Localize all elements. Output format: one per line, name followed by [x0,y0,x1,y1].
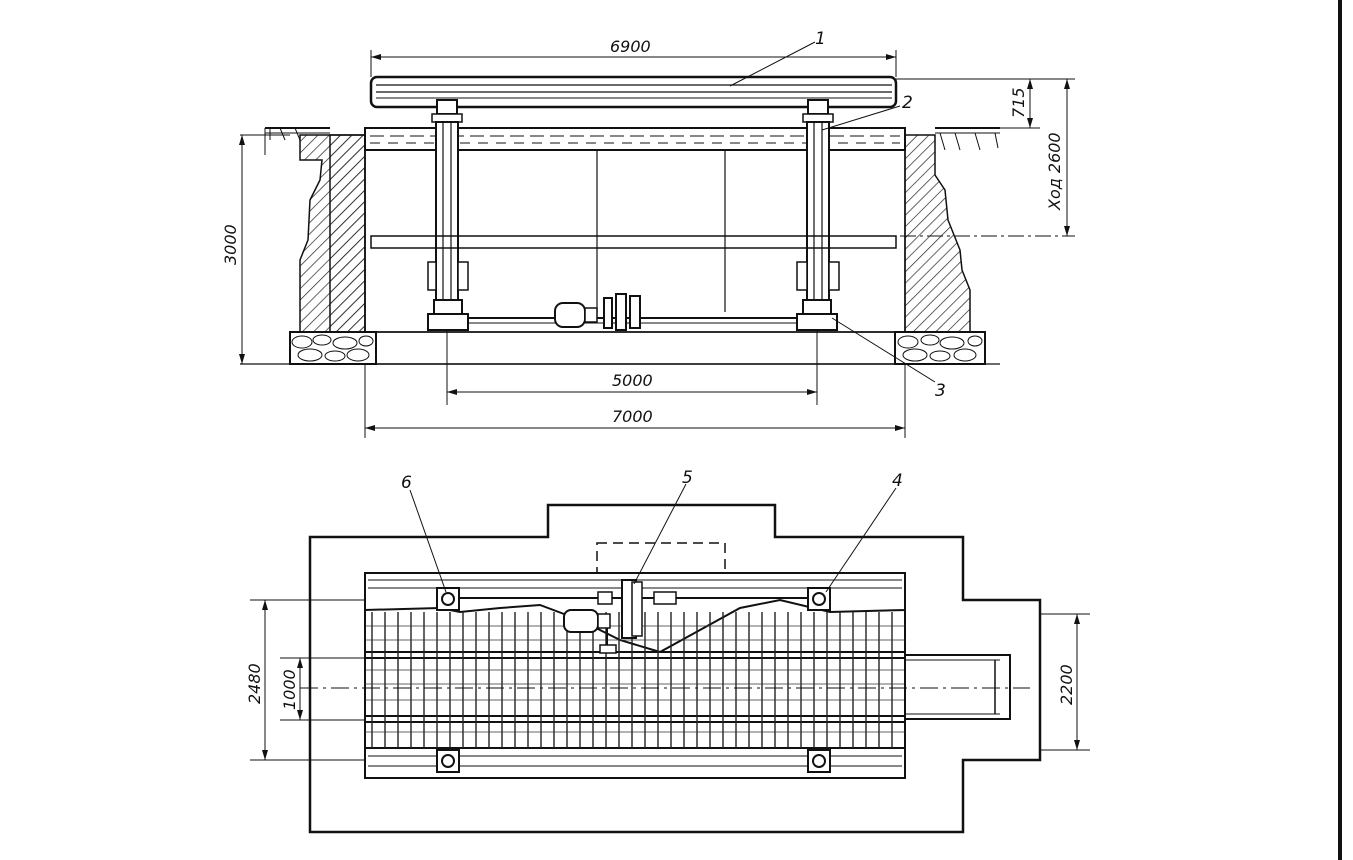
callout-3: 3 [935,381,946,401]
dim-stroke: Ход 2600 [1045,132,1064,211]
dim-exit-width: 2200 [1057,664,1076,705]
right-lift-column [796,99,840,331]
callout-5: 5 [682,468,693,488]
drive-recess [596,542,726,577]
column-base-bl [436,749,460,773]
callout-2: 2 [902,93,913,113]
callout-4: 4 [892,471,903,491]
callout-6: 6 [401,473,412,493]
left-foundation-rubble [289,331,377,365]
lower-platform-position [370,235,897,249]
column-base-6 [436,587,460,611]
dim-gauge: 1000 [280,669,299,710]
dim-top-width: 6900 [610,37,651,56]
drive-mechanism [468,293,797,331]
elevation-view: 6900 5000 7000 3000 715 Ход 2600 1 2 3 [221,29,1075,438]
dim-track-width: 2480 [245,663,264,704]
column-base-4 [807,587,831,611]
callout-1: 1 [815,29,826,49]
plan-dimensions [250,599,1090,761]
lifting-platform [369,75,898,109]
dim-pit-width: 7000 [612,407,653,426]
right-pit-wall [904,134,971,333]
dim-top-offset: 715 [1009,87,1028,118]
pit-outline [308,503,1042,834]
dim-rail-span: 5000 [612,371,653,390]
elevation-dimensions [239,50,1075,438]
left-lift-column [427,99,469,331]
dim-pit-depth: 3000 [221,224,240,265]
exit-track [904,654,1011,720]
right-foundation-rubble [894,331,986,365]
plan-view: 2480 1000 2200 6 5 4 [245,468,1090,834]
column-base-br [807,749,831,773]
